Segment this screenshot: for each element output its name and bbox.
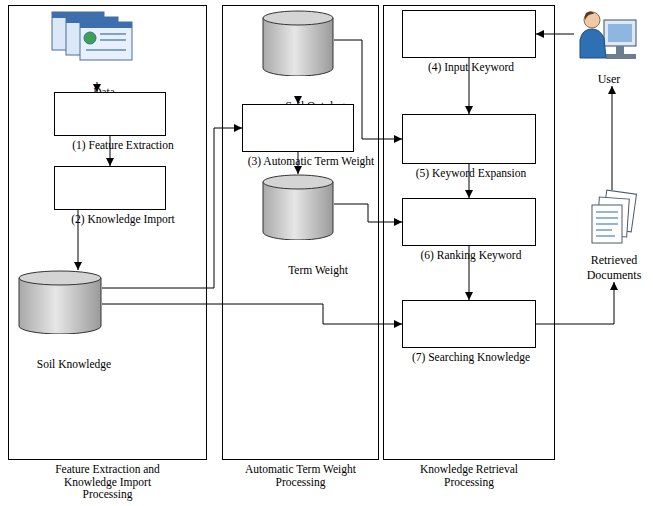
cylinder-top xyxy=(263,175,333,189)
process-box: (6) Ranking Keyword xyxy=(402,198,536,246)
flow-arrow xyxy=(97,82,98,92)
flow-arrow xyxy=(536,282,614,324)
document-output: Retrieved Documents xyxy=(580,190,648,282)
process-box: (3) Automatic Term Weight xyxy=(242,104,354,152)
flow-arrow xyxy=(612,86,613,190)
cylinder-top xyxy=(19,271,101,285)
cylinder-top xyxy=(263,11,333,25)
process-panel: Soil Ontology (3) Automatic Term WeightTe… xyxy=(222,5,379,460)
database-cylinder: Term Weight xyxy=(262,174,334,260)
documents-icon xyxy=(592,190,636,243)
cylinder-body xyxy=(263,182,333,240)
node-label: User xyxy=(566,72,652,86)
process-label: (5) Keyword Expansion xyxy=(403,167,539,180)
process-panel: Data (1) Feature Extraction (2) Knowledge … xyxy=(8,5,207,460)
process-label: (1) Feature Extraction xyxy=(55,139,191,152)
process-label: (3) Automatic Term Weight xyxy=(243,155,379,168)
panel-caption: Knowledge Retrieval Processing xyxy=(405,463,533,488)
cylinder-shape xyxy=(262,10,334,76)
node-label: Retrieved Documents xyxy=(572,253,653,282)
process-box: (2) Knowledge Import xyxy=(54,166,166,210)
user-actor: User xyxy=(574,4,644,86)
process-box: (5) Keyword Expansion xyxy=(402,114,536,164)
process-label: (4) Input Keyword xyxy=(403,61,539,74)
process-box: (4) Input Keyword xyxy=(402,10,536,58)
cylinder-shape xyxy=(18,270,102,334)
process-label: (7) Searching Knowledge xyxy=(403,351,539,364)
database-cylinder: Soil Ontology xyxy=(262,10,334,96)
process-panel: (4) Input Keyword (5) Keyword Expansion (6… xyxy=(383,5,555,460)
process-label: (2) Knowledge Import xyxy=(55,213,191,226)
flow-arrow xyxy=(102,304,402,324)
user-icon xyxy=(580,11,636,59)
cylinder-body xyxy=(19,278,101,334)
data-icon xyxy=(52,12,132,60)
flow-arrow xyxy=(536,34,574,35)
data-source: Data xyxy=(48,10,140,82)
panel-caption: Automatic Term Weight Processing xyxy=(237,463,365,488)
cylinder-shape xyxy=(262,174,334,240)
cylinder-body xyxy=(263,18,333,76)
flow-arrow xyxy=(334,204,402,222)
process-box: (1) Feature Extraction xyxy=(54,92,166,136)
panel-caption: Feature Extraction and Knowledge Import … xyxy=(44,463,172,501)
database-cylinder: Soil Knowledge xyxy=(18,270,102,354)
process-box: (7) Searching Knowledge xyxy=(402,300,536,348)
process-label: (6) Ranking Keyword xyxy=(403,249,539,262)
